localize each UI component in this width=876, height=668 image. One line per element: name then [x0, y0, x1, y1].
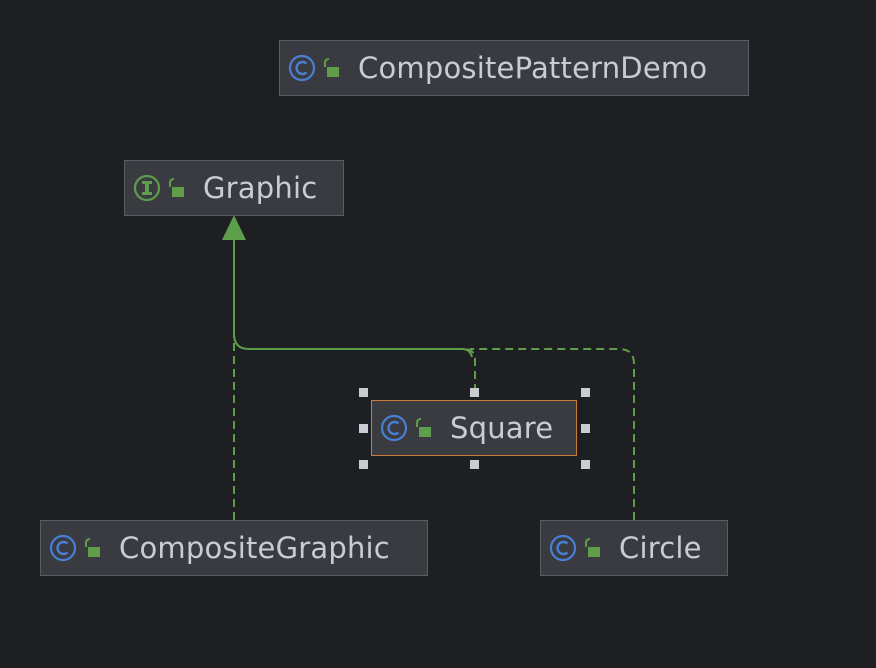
class-icon	[549, 534, 577, 562]
public-lock-icon	[167, 178, 185, 198]
node-label: Circle	[619, 531, 702, 565]
public-lock-icon	[322, 58, 340, 78]
class-icon	[380, 414, 408, 442]
node-label: Square	[450, 411, 554, 445]
edge-square-to-graphic	[463, 348, 476, 392]
node-composite-pattern-demo[interactable]: CompositePatternDemo	[279, 40, 749, 96]
public-lock-icon	[414, 418, 432, 438]
node-graphic[interactable]: Graphic	[124, 160, 344, 216]
edge-trunk	[233, 240, 473, 358]
resize-handle-top-right[interactable]	[581, 388, 590, 397]
realization-arrowhead	[222, 215, 246, 240]
node-label: CompositeGraphic	[119, 531, 390, 565]
interface-icon	[133, 174, 161, 202]
resize-handle-top[interactable]	[470, 388, 479, 397]
node-label: Graphic	[203, 171, 318, 205]
class-icon	[288, 54, 316, 82]
class-icon	[49, 534, 77, 562]
resize-handle-left[interactable]	[359, 424, 368, 433]
public-lock-icon	[583, 538, 601, 558]
node-square[interactable]: Square	[371, 400, 577, 456]
resize-handle-bottom-left[interactable]	[359, 460, 368, 469]
resize-handle-bottom-right[interactable]	[581, 460, 590, 469]
resize-handle-right[interactable]	[581, 424, 590, 433]
public-lock-icon	[83, 538, 101, 558]
node-label: CompositePatternDemo	[358, 51, 708, 85]
node-composite-graphic[interactable]: CompositeGraphic	[40, 520, 428, 576]
resize-handle-bottom[interactable]	[470, 460, 479, 469]
resize-handle-top-left[interactable]	[359, 388, 368, 397]
node-circle[interactable]: Circle	[540, 520, 728, 576]
edge-circle-to-graphic	[470, 348, 635, 520]
